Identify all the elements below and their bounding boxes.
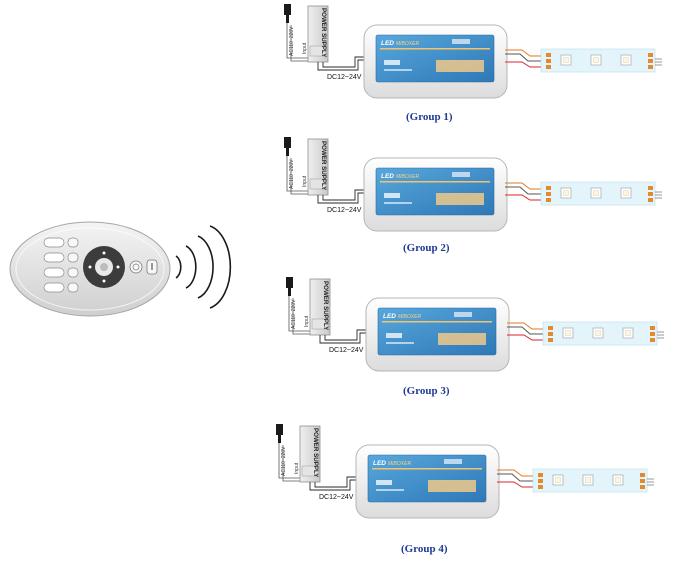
controller-model: MIBOXER: [388, 461, 411, 467]
led-chip-icon: [590, 187, 602, 199]
remote-control: [9, 221, 171, 317]
input-label: Input: [302, 175, 308, 187]
output-wires: [505, 182, 544, 201]
led-chip-icon: [622, 327, 634, 339]
led-chip-icon: [620, 187, 632, 199]
dc-output-label: DC12~24V: [319, 494, 354, 501]
led-strip: [540, 181, 662, 206]
power-supply-title: POWER SUPPLY: [322, 281, 329, 331]
led-strip: [542, 321, 664, 346]
output-wires: [507, 322, 546, 341]
power-supply-box: POWER SUPPLY: [307, 138, 329, 196]
led-chip-icon: [592, 327, 604, 339]
power-supply-box: POWER SUPPLY: [299, 425, 321, 483]
power-supply-box: POWER SUPPLY: [307, 5, 329, 63]
ac-input-label: AC110~220V: [291, 299, 297, 329]
power-plug-icon: [284, 4, 291, 23]
controller-brand: LED: [373, 460, 386, 467]
remote-dial-icon: [83, 246, 125, 288]
controller-model: MIBOXER: [396, 41, 419, 47]
ac-input-label: AC110~220V: [289, 159, 295, 189]
led-chip-icon: [612, 474, 624, 486]
power-supply-title: POWER SUPPLY: [312, 428, 319, 478]
controller-model: MIBOXER: [396, 174, 419, 180]
input-label: Input: [294, 462, 300, 474]
dc-output-label: DC12~24V: [327, 207, 362, 214]
group-caption-2: (Group 2): [403, 242, 450, 254]
power-plug-icon: [276, 424, 283, 443]
led-strip: [532, 468, 654, 493]
controller-brand: LED: [381, 40, 394, 47]
output-wires: [505, 49, 544, 68]
ac-input-label: AC110~220V: [289, 26, 295, 56]
group-caption-4: (Group 4): [401, 543, 448, 555]
power-supply-title: POWER SUPPLY: [320, 8, 327, 58]
remote-zone-buttons: [43, 237, 79, 293]
ac-input-label: AC110~220V: [281, 446, 287, 476]
output-wires: [497, 469, 536, 488]
dc-output-label: DC12~24V: [327, 74, 362, 81]
group-caption-3: (Group 3): [403, 385, 450, 397]
input-label: Input: [304, 315, 310, 327]
led-strip: [540, 48, 662, 73]
power-plug-icon: [284, 137, 291, 156]
power-button-icon: [146, 259, 158, 275]
led-chip-icon: [590, 54, 602, 66]
controller-brand: LED: [383, 313, 396, 320]
controller-model: MIBOXER: [398, 314, 421, 320]
led-chip-icon: [560, 54, 572, 66]
power-supply-title: POWER SUPPLY: [320, 141, 327, 191]
led-chip-icon: [620, 54, 632, 66]
power-plug-icon: [286, 277, 293, 296]
wireless-signal-icon: [175, 225, 232, 309]
group-caption-1: (Group 1): [406, 111, 453, 123]
dc-output-label: DC12~24V: [329, 347, 364, 354]
remote-brightness-button: [129, 260, 143, 274]
input-label: Input: [302, 42, 308, 54]
led-chip-icon: [552, 474, 564, 486]
led-chip-icon: [582, 474, 594, 486]
controller-brand: LED: [381, 173, 394, 180]
led-chip-icon: [562, 327, 574, 339]
led-chip-icon: [560, 187, 572, 199]
power-supply-box: POWER SUPPLY: [309, 278, 331, 336]
